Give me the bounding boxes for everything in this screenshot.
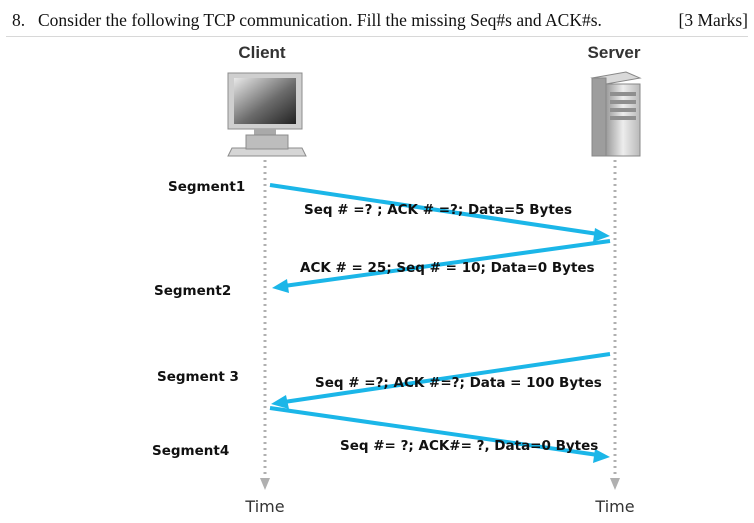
segment-3-label: Segment 3	[157, 369, 239, 385]
server-label: Server	[588, 43, 641, 62]
segment-3-arrow	[283, 352, 611, 404]
segment-1-label: Segment1	[168, 179, 245, 195]
question-text: Consider the following TCP communication…	[38, 10, 602, 30]
segment-3-arrowhead	[271, 395, 289, 409]
client-timeline-arrowhead	[260, 478, 270, 490]
desktop-computer-icon	[227, 72, 307, 157]
segment-4-label: Segment4	[152, 443, 229, 459]
client-time-label: Time	[244, 497, 284, 516]
segment-2-arrowhead	[272, 279, 289, 293]
segment-1-arrow	[269, 183, 599, 236]
segment-4-message: Seq #= ?; ACK#= ?, Data=0 Bytes	[340, 438, 598, 454]
client-label: Client	[238, 43, 286, 62]
server-tower-icon	[590, 71, 642, 157]
question-number: 8.	[12, 10, 26, 30]
segment-2-message: ACK # = 25; Seq # = 10; Data=0 Bytes	[300, 260, 595, 276]
segment-3-message: Seq # =?; ACK #=?; Data = 100 Bytes	[315, 375, 602, 391]
question-marks: [3 Marks]	[678, 10, 749, 30]
segment-2-label: Segment2	[154, 283, 231, 299]
server-time-label: Time	[594, 497, 634, 516]
segment-4-arrow	[269, 406, 599, 457]
server-timeline-arrowhead	[610, 478, 620, 490]
segment-2-arrow	[283, 239, 611, 288]
segment-4-arrowhead	[593, 449, 610, 463]
segment-1-message: Seq # =? ; ACK # =?; Data=5 Bytes	[304, 202, 572, 218]
question-line: 8. Consider the following TCP communicat…	[6, 8, 748, 37]
segment-1-arrowhead	[593, 228, 610, 242]
